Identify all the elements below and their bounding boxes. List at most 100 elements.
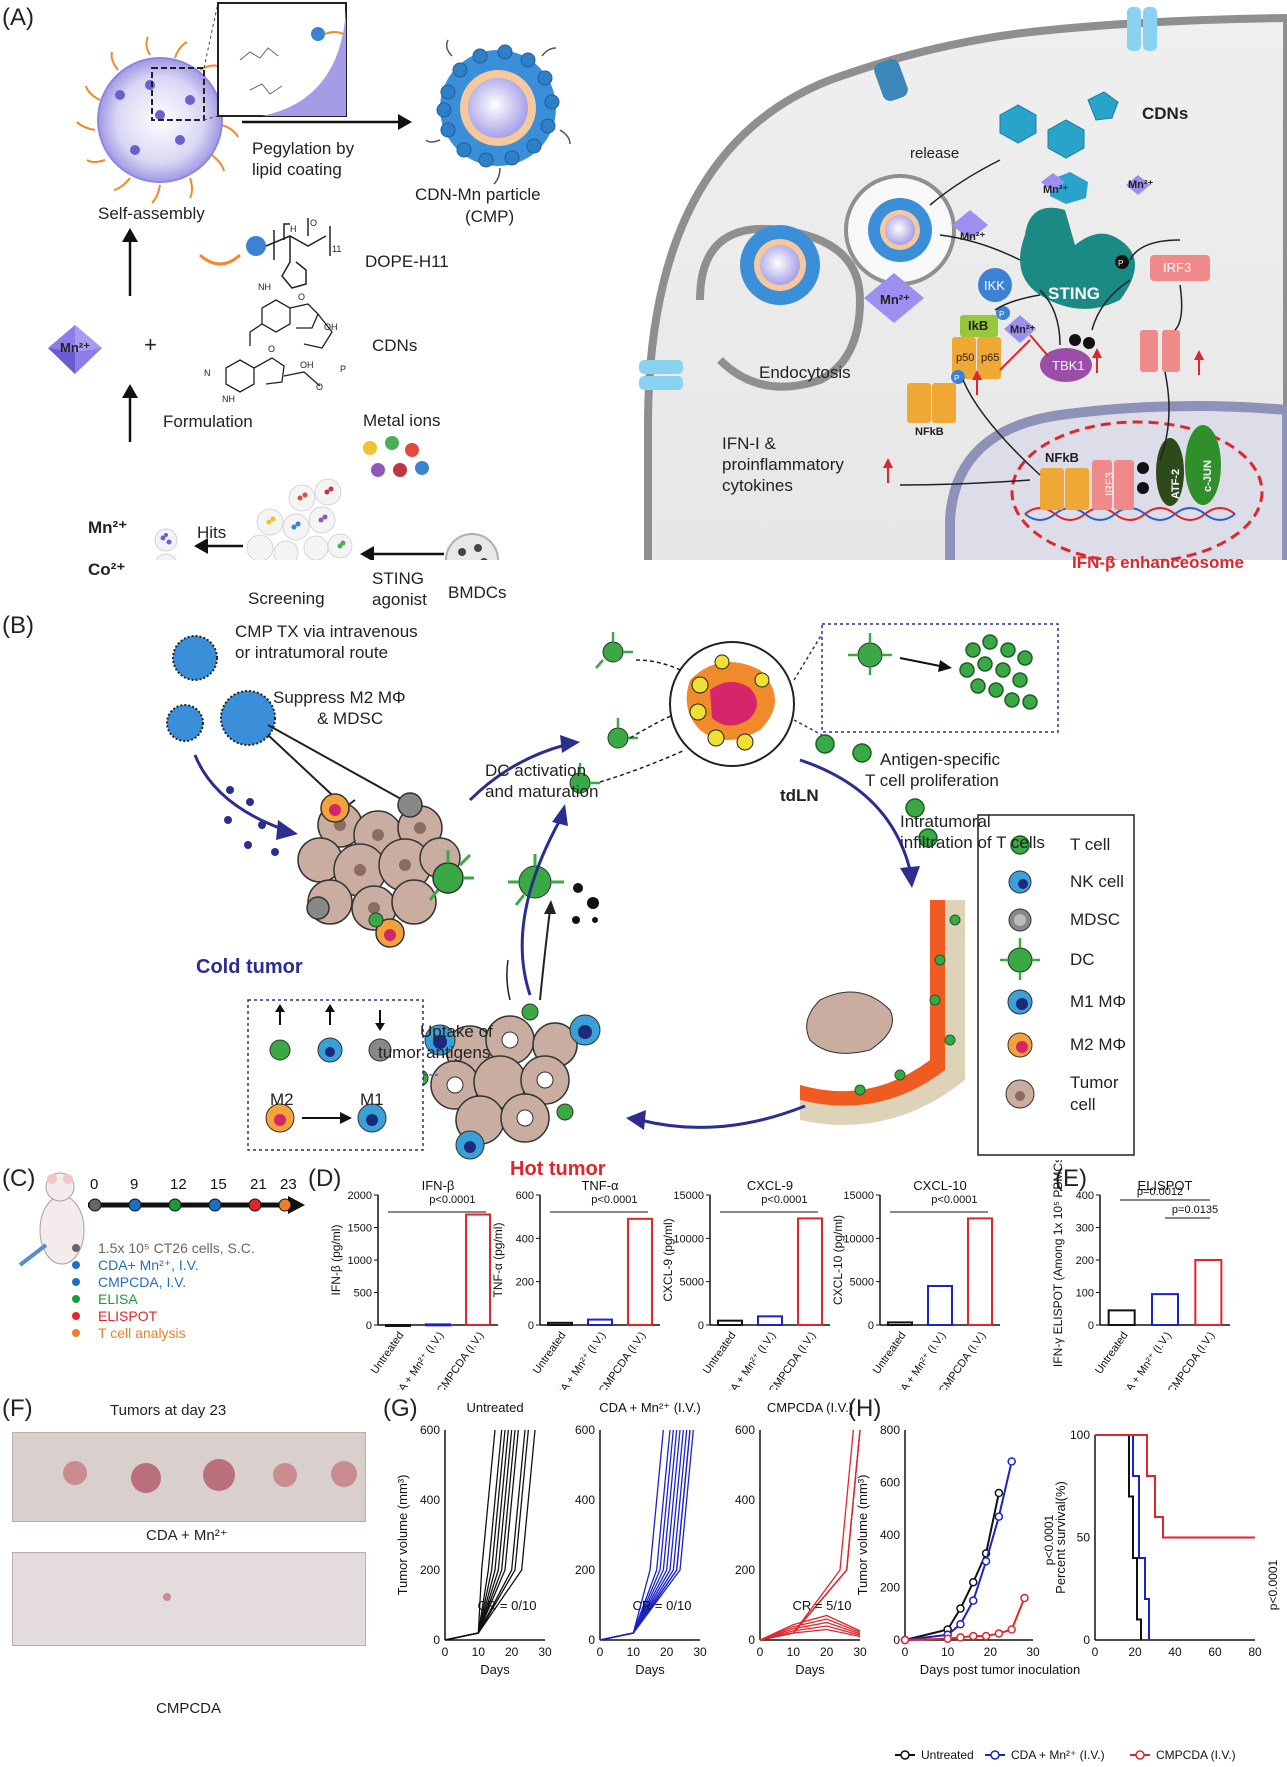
mn-crystal-icon	[48, 325, 102, 374]
timeline-dot	[208, 1198, 222, 1212]
sting-agonist-label-line1: STING	[372, 569, 424, 588]
y-tick-label: 0	[748, 1633, 755, 1647]
annotation-label: CR = 5/10	[793, 1598, 852, 1613]
y-tick-label: 400	[1076, 1190, 1094, 1202]
cold-tumor-icon	[297, 792, 474, 948]
y-tick-label: 600	[516, 1190, 534, 1202]
y-tick-label: 100	[1076, 1288, 1094, 1300]
chart-title: CMPCDA (I.V.)	[767, 1400, 853, 1415]
x-tick-label: 20	[1128, 1645, 1142, 1659]
y-tick-label: 15000	[673, 1190, 704, 1202]
bar	[627, 1217, 653, 1326]
survival-line	[1095, 1434, 1150, 1640]
p50-label: p50	[956, 352, 975, 364]
y-tick-label: 0	[893, 1633, 900, 1647]
migrating-dc-icon	[569, 632, 638, 794]
day-label: 0	[90, 1176, 98, 1193]
self-assembly-label: Self-assembly	[98, 204, 205, 223]
x-tick-label: 20	[660, 1645, 674, 1659]
y-tick-label: 2000	[348, 1190, 372, 1202]
mn-label-2: Mn²⁺	[960, 231, 986, 243]
x-tick-label: 30	[538, 1645, 552, 1659]
tumor-spot-icon	[131, 1463, 161, 1493]
bar	[1107, 1309, 1136, 1326]
bar	[587, 1318, 613, 1326]
legend-tumor-line2: cell	[1070, 1095, 1096, 1114]
data-point	[1007, 1457, 1016, 1466]
legend-m1: M1 MΦ	[1070, 992, 1127, 1011]
self-assembly-particle-icon	[76, 36, 239, 204]
y-tick-label: 5000	[850, 1277, 874, 1289]
tumor-spot-icon	[273, 1463, 297, 1487]
data-point	[969, 1578, 978, 1587]
series-line	[759, 1429, 861, 1641]
svg-text:P: P	[340, 364, 346, 374]
day-label: 15	[210, 1176, 227, 1193]
irf3-label: IRF3	[1163, 260, 1192, 275]
intratumoral-label-line1: Intratumoral	[900, 812, 991, 831]
irf3-nucleus-label: IRF3	[1103, 472, 1116, 496]
svg-text:OH: OH	[324, 322, 338, 332]
y-axis-label: CXCL-10 (pg/ml)	[831, 1215, 845, 1305]
cell-cdns-label: CDNs	[1142, 104, 1189, 123]
panel-label-d: (D)	[308, 1165, 342, 1192]
survival-line	[1095, 1434, 1255, 1539]
p-value-label: p<0.0001	[1266, 1559, 1280, 1610]
data-point	[969, 1596, 978, 1605]
cell-signaling-schematic: P P P	[639, 7, 1287, 560]
p65-label: p65	[981, 352, 1000, 364]
timeline-dot	[88, 1198, 102, 1212]
p-value-label: p<0.0001	[591, 1194, 637, 1206]
cmp-tx-label-line1: CMP TX via intravenous	[235, 622, 418, 641]
bmdcs-label: BMDCs	[448, 583, 507, 602]
legend-dc: DC	[1070, 950, 1095, 969]
data-point	[1020, 1593, 1029, 1603]
series-line	[904, 1597, 1026, 1641]
data-point	[994, 1488, 1004, 1498]
timeline-dot	[168, 1198, 182, 1212]
x-axis-label: Days	[635, 1662, 665, 1677]
y-tick-label: 50	[1077, 1531, 1091, 1545]
cmp-tx-label-line2: or intratumoral route	[235, 643, 389, 662]
data-point	[994, 1629, 1004, 1638]
chart-title: Untreated	[466, 1400, 523, 1415]
sting-agonist-label-line2: agonist	[372, 590, 427, 609]
y-axis-label: IFN-γ ELISPOT (Among 1x 10⁵ PBMCs)	[1051, 1160, 1065, 1367]
day-label: 12	[170, 1176, 187, 1193]
m1-label: M1	[360, 1090, 384, 1109]
hot-tumor-icon	[411, 1003, 601, 1160]
bar	[1151, 1293, 1179, 1326]
panel-label-f: (F)	[2, 1395, 33, 1422]
svg-text:N: N	[204, 368, 211, 378]
plus-sign: +	[144, 332, 157, 357]
y-axis-label: Percent survival(%)	[1053, 1481, 1068, 1594]
tdln-label: tdLN	[780, 786, 819, 805]
day-label: 23	[280, 1176, 297, 1193]
cell-legend-box	[977, 814, 1135, 1156]
x-tick-label: 60	[1208, 1645, 1222, 1659]
ikk-label: IKK	[984, 278, 1005, 293]
y-tick-label: 10000	[673, 1233, 704, 1245]
category-label: Untreated	[369, 1330, 407, 1376]
intratumoral-label-line2: infiltration of T cells	[900, 833, 1045, 852]
annotation-label: CR = 0/10	[633, 1598, 692, 1613]
antigen-label-line2: T cell proliferation	[865, 771, 999, 790]
suppress-label-line1: Suppress M2 MΦ	[273, 688, 406, 707]
bar	[1194, 1259, 1223, 1326]
y-tick-label: 400	[420, 1493, 440, 1507]
legend-dot	[72, 1261, 80, 1269]
category-label: Untreated	[701, 1330, 739, 1376]
series-line	[904, 1492, 1000, 1641]
chart-title: IFN-β	[422, 1178, 455, 1193]
chart-title: TNF-α	[581, 1178, 619, 1193]
y-axis-label: Tumor volume (mm³)	[855, 1475, 870, 1596]
y-tick-label: 400	[880, 1528, 900, 1542]
category-label: Untreated	[531, 1330, 569, 1376]
cmp-label-line1: CDN-Mn particle	[415, 185, 541, 204]
cold-tumor-label: Cold tumor	[196, 956, 303, 978]
